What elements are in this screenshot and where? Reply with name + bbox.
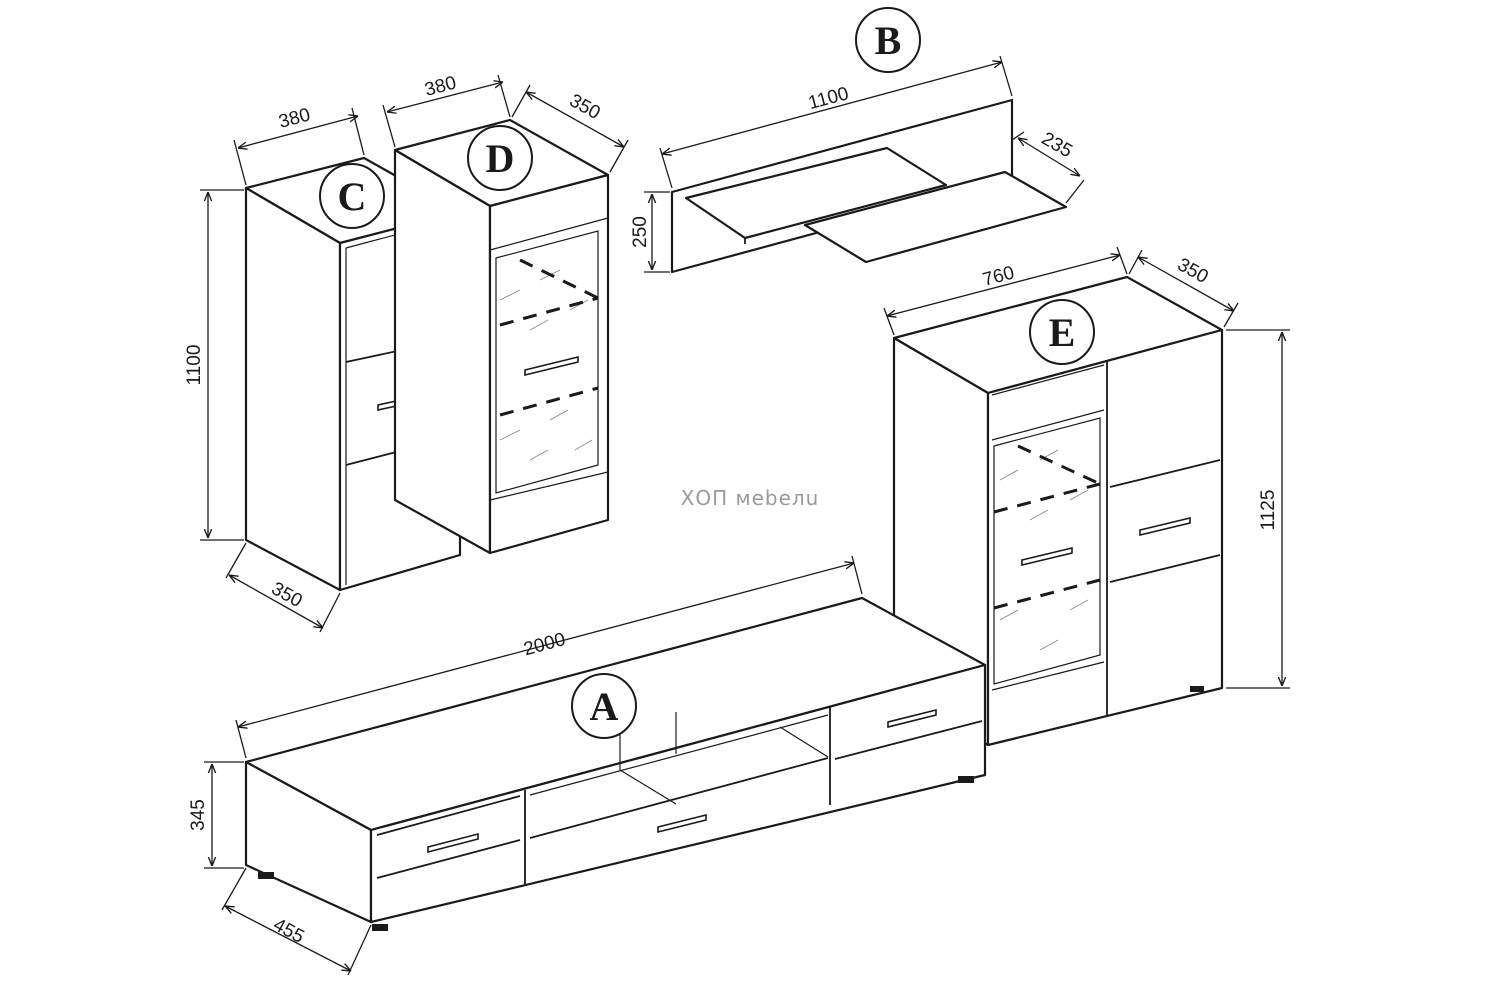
label-b-text: B xyxy=(875,18,902,63)
label-d: D xyxy=(467,125,533,191)
dim-a-depth-label: 455 xyxy=(270,914,308,947)
tv-unit-a-left-handle xyxy=(427,832,479,854)
dim-a-length-label: 2000 xyxy=(521,629,567,660)
label-d-text: D xyxy=(486,136,515,181)
label-e-text: E xyxy=(1049,310,1076,355)
dim-e-height-label: 1125 xyxy=(1258,490,1279,531)
dim-e-width-label: 760 xyxy=(981,262,1017,290)
dim-c-height-label: 1100 xyxy=(184,345,205,386)
label-a: A xyxy=(571,673,637,739)
label-e: E xyxy=(1029,299,1095,365)
tv-unit-a xyxy=(244,596,987,931)
cabinet-d-handle xyxy=(524,355,579,377)
label-a-text: A xyxy=(590,684,619,729)
dim-b-height: 250 xyxy=(630,191,670,273)
wall-shelf-b xyxy=(670,98,1068,274)
cabinet-e-glass-handle xyxy=(1021,546,1073,567)
label-b: B xyxy=(855,7,921,73)
dim-b-height-label: 250 xyxy=(630,216,651,248)
dim-e-height: 1125 xyxy=(1226,329,1290,689)
dim-d-width-label: 380 xyxy=(423,72,459,100)
cabinet-d xyxy=(393,118,610,555)
dim-b-depth-label: 235 xyxy=(1038,128,1076,162)
cabinet-e-door-handle xyxy=(1139,516,1191,537)
tv-unit-a-right-handle xyxy=(887,708,937,729)
tv-unit-a-middle-handle xyxy=(657,813,707,834)
dim-e-depth-label: 350 xyxy=(1174,254,1212,288)
dim-a-height: 345 xyxy=(188,761,244,869)
dim-c-height: 1100 xyxy=(184,189,244,541)
dim-a-height-label: 345 xyxy=(188,799,209,831)
dim-b-length-label: 1100 xyxy=(806,83,851,114)
watermark: ХОП мebeлu xyxy=(681,486,820,510)
dim-c-width-label: 380 xyxy=(277,104,313,132)
label-c-text: C xyxy=(338,174,367,219)
dim-c-depth-label: 350 xyxy=(268,578,306,612)
dim-d-depth-label: 350 xyxy=(566,90,604,124)
label-c: C xyxy=(319,163,385,229)
